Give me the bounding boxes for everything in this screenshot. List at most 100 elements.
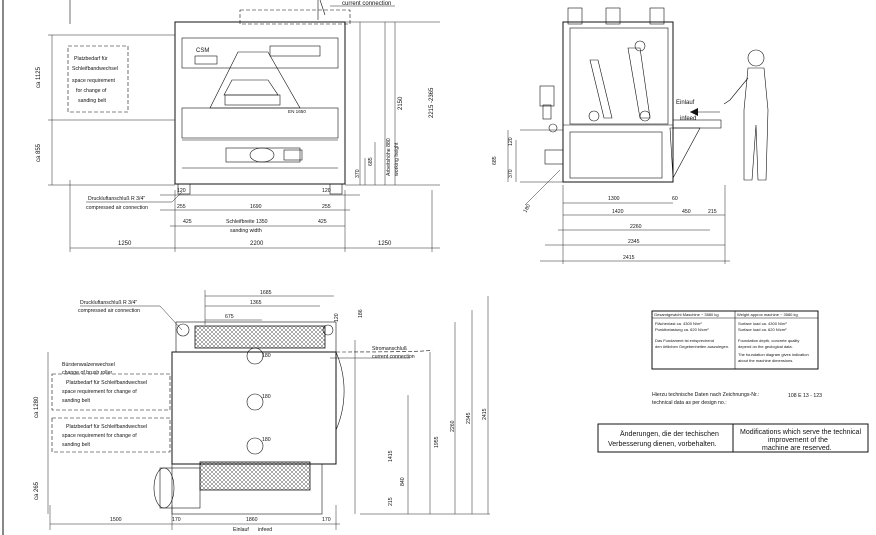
front-sanding-width: Schleifbreite 1350 (226, 219, 268, 225)
front-dim-2215: 2215 -2365 (429, 87, 435, 118)
top-view: 1685 1365 675 120 186 Druckluftanschluß … (34, 290, 490, 533)
front-dim-255b: 255 (322, 204, 331, 210)
top-space2-note-3: sanding belt (62, 442, 91, 448)
front-working-height-en: working height (394, 142, 400, 176)
top-space1-note-3: sanding belt (62, 398, 91, 404)
top-dim-2345: 2345 (466, 412, 472, 424)
side-dim-180: 180 (523, 203, 533, 214)
top-dim-120: 120 (334, 313, 340, 322)
top-machine-body (171, 351, 337, 465)
top-dim-840: 840 (400, 477, 406, 486)
front-space-note-1: Platzbedarf für (74, 56, 108, 62)
side-dim-685: 685 (492, 156, 498, 165)
top-dim-1500: 1500 (110, 517, 122, 523)
top-dim-1685: 1685 (260, 290, 272, 296)
top-dim-186: 186 (358, 309, 364, 318)
top-dim-170b: 170 (322, 517, 331, 523)
side-dim-2345: 2345 (628, 239, 640, 245)
weight-left-line-2: Punktbelastung ca. 620 N/cm² (655, 327, 709, 332)
front-dim-370: 370 (355, 169, 361, 178)
top-dim-1955: 1955 (434, 436, 440, 448)
tech-reference: Hierzu technische Daten nach Zeichnungs-… (652, 392, 822, 406)
top-space1-note-2: space requirement for change of (62, 389, 137, 395)
top-infeed-en: infeed (258, 527, 272, 533)
front-dim-ca855: ca 855 (36, 143, 42, 162)
operator-figure (723, 49, 769, 181)
front-dim-1690: 1690 (250, 204, 262, 210)
disclaimer-de-1: Änderungen, die der techischen (620, 430, 719, 438)
weight-table: Gesamtgewicht Maschine ~ 3580 kg Weight … (651, 310, 819, 370)
front-space-note-2: Schleifbandwechsel (72, 66, 118, 72)
top-space2-note-1: Platzbedarf für Schleifbandwechsel (66, 424, 147, 430)
weight-left-line-1: Flächenlast ca. 4300 N/m² (655, 321, 702, 326)
top-dim-2415: 2415 (482, 408, 488, 420)
front-space-note-4: for change of (76, 88, 107, 94)
side-machine-body (562, 21, 674, 183)
disclaimer-en-2: improvement of the (768, 437, 828, 444)
weight-right-line-1: Surface load ca. 4300 N/m² (738, 321, 787, 326)
front-dim-120a: 120 (177, 188, 186, 194)
tech-ref-line-2: technical data as per design no.: (652, 400, 727, 406)
front-working-height: Arbeitshöhe 880 (386, 138, 392, 176)
top-space1-note-1: Platzbedarf für Schleifbandwechsel (66, 380, 147, 386)
weight-right-line-2: Surface load ca. 620 N/cm² (738, 327, 787, 332)
top-dim-675: 675 (225, 314, 234, 320)
top-brush-note-2: change of brush roller (62, 370, 112, 376)
side-dim-60: 60 (672, 196, 678, 202)
top-dim-1415: 1415 (388, 450, 394, 462)
top-brush-note-1: Bürstenwalzenwechsel (62, 362, 115, 368)
disclaimer-de-2: Verbesserung dienen, vorbehalten. (608, 441, 717, 448)
weight-right-line-5: The foundation diagram gives indication (738, 352, 809, 357)
front-space-note-5: sanding belt (78, 98, 107, 104)
side-dim-120: 120 (508, 137, 514, 146)
front-dim-425b: 425 (318, 219, 327, 225)
side-infeed-en: infeed (680, 116, 696, 122)
top-air-note-1: Druckluftanschluß R 3/4" (80, 300, 137, 306)
disclaimer-box: Änderungen, die der techischen Verbesser… (597, 423, 869, 453)
disclaimer-en-3: machine are reserved. (762, 445, 832, 452)
weight-right-line-3: Foundation depth, concrete quality (738, 338, 799, 343)
weight-right-line-6: about the machine dimensions. (738, 358, 793, 363)
top-dim-ca1280: ca 1280 (34, 396, 40, 418)
top-roller-180-c: 180 (262, 437, 271, 443)
side-dim-2415: 2415 (623, 255, 635, 261)
top-current-note-1: Stromanschluß (372, 346, 407, 352)
front-logo-text: CSM (196, 48, 209, 54)
side-dim-1300: 1300 (608, 196, 620, 202)
side-dim-215: 215 (708, 209, 717, 215)
top-dim-215: 215 (388, 497, 394, 506)
side-dim-450: 450 (682, 209, 691, 215)
side-view: Einlauf infeed 685 370 120 180 1300 60 1… (492, 7, 769, 264)
top-dim-2260: 2260 (450, 420, 456, 432)
top-roller-180-a: 180 (262, 353, 271, 359)
disclaimer-en-1: Modifications which serve the technical (740, 429, 861, 436)
front-model-text: EN 1650 (288, 109, 306, 114)
top-space2-note-2: space requirement for change of (62, 433, 137, 439)
front-dim-120b: 120 (322, 188, 331, 194)
weight-left-header: Gesamtgewicht Maschine ~ 3580 kg (654, 312, 719, 317)
weight-left-line-4: den örtlichen Gegebenheiten auszulegen. (655, 344, 729, 349)
tech-ref-number: 108 E 13 - 123 (788, 393, 822, 399)
front-dim-685: 685 (368, 157, 374, 166)
top-dim-1860: 1860 (246, 517, 258, 523)
side-dim-1420: 1420 (612, 209, 624, 215)
top-dim-1365: 1365 (250, 300, 262, 306)
front-space-note-3: space requirement (72, 78, 116, 84)
front-current-label: current connection (342, 1, 391, 7)
weight-right-header: Weight approx machine ~ 3580 kg (737, 312, 798, 317)
tech-ref-line-1: Hierzu technische Daten nach Zeichnungs-… (652, 392, 759, 398)
front-dim-ca1125: ca 1125 (36, 66, 42, 88)
front-dim-1250b: 1250 (378, 241, 392, 247)
front-view: current connection CSM EN 1650 ca 1125 c… (36, 0, 440, 252)
top-dim-ca265: ca 265 (34, 481, 40, 500)
front-dim-2150: 2150 (398, 96, 404, 110)
front-sanding-width-en: sanding width (230, 228, 262, 234)
top-dim-170a: 170 (172, 517, 181, 523)
front-dim-1250a: 1250 (118, 241, 132, 247)
front-air-note-1: Druckluftanschluß R 3/4" (88, 196, 145, 202)
front-dim-255a: 255 (177, 204, 186, 210)
front-dim-425a: 425 (183, 219, 192, 225)
top-infeed-de: Einlauf (233, 527, 249, 533)
front-dim-2200: 2200 (250, 241, 264, 247)
